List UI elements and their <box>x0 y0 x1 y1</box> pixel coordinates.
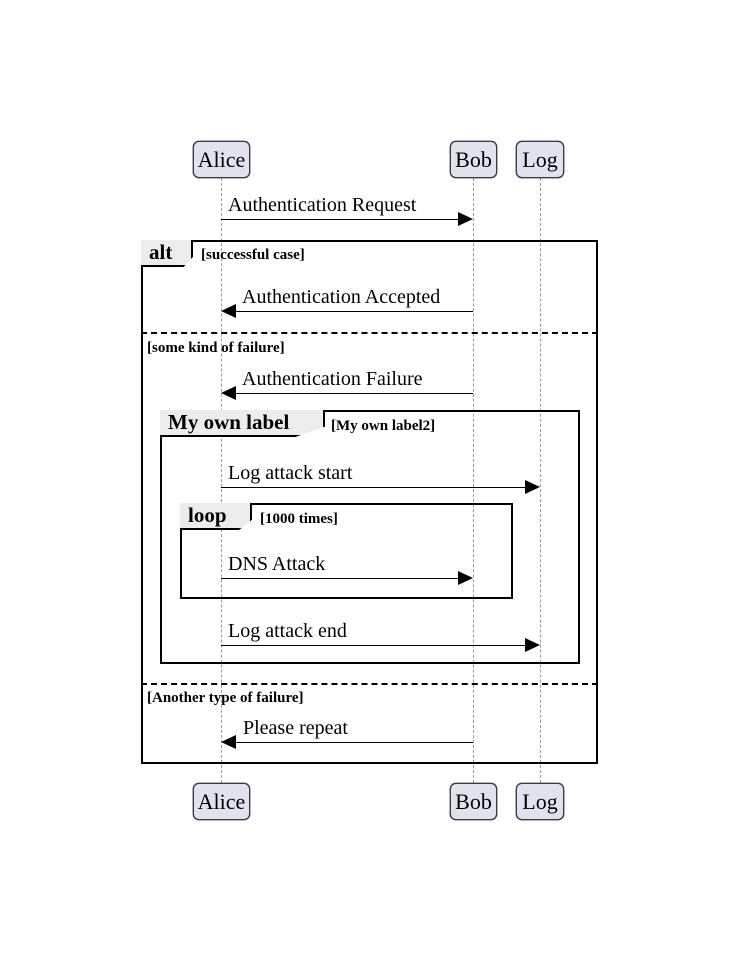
participant-foot-bob[interactable]: Bob <box>450 783 497 820</box>
fragment-loop-operator-tag: loop <box>180 503 252 530</box>
fragment-my-own-label[interactable] <box>160 410 580 664</box>
participant-head-alice[interactable]: Alice <box>193 141 250 178</box>
participant-head-alice-label: Alice <box>197 146 246 172</box>
fragment-loop-operator-label: loop <box>188 503 227 527</box>
participant-foot-alice[interactable]: Alice <box>193 783 250 820</box>
message-arrowhead-dns-attack <box>458 571 473 585</box>
participant-foot-log-label: Log <box>522 788 558 814</box>
participant-foot-bob-label: Bob <box>455 788 492 814</box>
message-line-authentication-failure <box>236 393 473 394</box>
fragment-loop-guard-1: [1000 times] <box>260 511 338 527</box>
fragment-alt[interactable] <box>141 240 598 764</box>
message-label-authentication-request: Authentication Request <box>228 194 417 216</box>
message-label-please-repeat: Please repeat <box>243 717 348 739</box>
participant-head-log-label: Log <box>522 146 558 172</box>
lifeline-bob <box>473 178 474 783</box>
message-arrowhead-authentication-accepted <box>221 304 236 318</box>
message-arrowhead-authentication-request <box>458 212 473 226</box>
message-line-authentication-accepted <box>236 311 473 312</box>
fragment-alt-operator-label: alt <box>149 240 173 264</box>
message-arrowhead-log-attack-start <box>525 480 540 494</box>
lifeline-alice <box>221 178 222 783</box>
message-label-log-attack-end: Log attack end <box>228 620 347 642</box>
participant-foot-log[interactable]: Log <box>516 783 564 820</box>
lifeline-log <box>540 178 541 783</box>
fragment-alt-operator-tag: alt <box>141 240 193 267</box>
message-arrowhead-authentication-failure <box>221 386 236 400</box>
participant-head-bob[interactable]: Bob <box>450 141 497 178</box>
message-line-dns-attack <box>221 578 459 579</box>
message-label-dns-attack: DNS Attack <box>228 553 326 575</box>
fragment-loop[interactable] <box>180 503 513 599</box>
fragment-alt-separator-2 <box>141 683 598 685</box>
fragment-alt-guard-3: [Another type of failure] <box>147 690 304 706</box>
fragment-my-own-label-guard-1: [My own label2] <box>331 418 436 434</box>
participant-head-bob-label: Bob <box>455 146 492 172</box>
fragment-alt-separator-1 <box>141 332 598 334</box>
fragment-my-own-label-operator-tag: My own label <box>160 410 325 437</box>
message-arrowhead-please-repeat <box>221 735 236 749</box>
message-label-log-attack-start: Log attack start <box>228 462 353 484</box>
participant-foot-alice-label: Alice <box>197 788 246 814</box>
fragment-my-own-label-operator-label: My own label <box>168 410 290 434</box>
participant-head-log[interactable]: Log <box>516 141 564 178</box>
message-line-please-repeat <box>236 742 473 743</box>
message-arrowhead-log-attack-end <box>525 638 540 652</box>
message-label-authentication-failure: Authentication Failure <box>242 368 423 390</box>
fragment-alt-guard-1: [successful case] <box>201 247 305 263</box>
message-label-authentication-accepted: Authentication Accepted <box>242 286 441 308</box>
message-line-authentication-request <box>221 219 459 220</box>
message-line-log-attack-end <box>221 645 526 646</box>
message-line-log-attack-start <box>221 487 526 488</box>
fragment-alt-guard-2: [some kind of failure] <box>147 340 285 356</box>
